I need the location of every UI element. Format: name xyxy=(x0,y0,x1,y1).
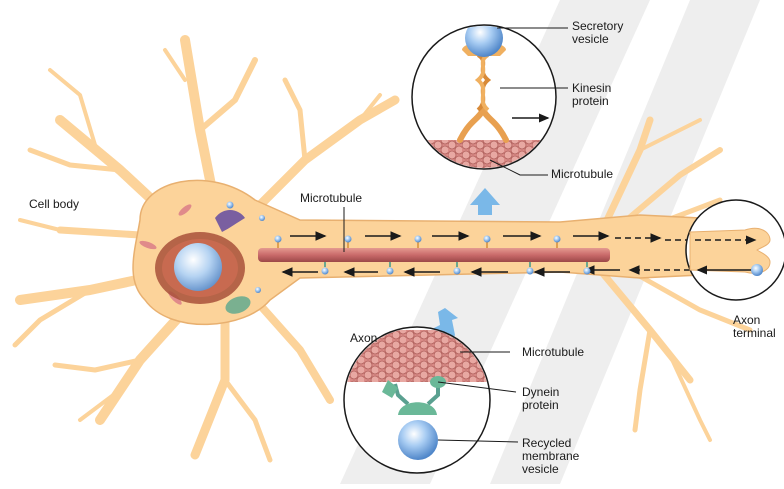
label-dynein-protein: Dynein protein xyxy=(522,386,559,412)
axon-microtubule xyxy=(258,248,610,262)
label-microtubule-top: Microtubule xyxy=(551,168,613,181)
label-axon-terminal: Axon terminal xyxy=(733,314,776,340)
nucleus xyxy=(155,232,245,304)
label-axon: Axon xyxy=(350,332,377,345)
label-microtubule-axon: Microtubule xyxy=(300,192,362,205)
label-recycled-vesicle: Recycled membrane vesicle xyxy=(522,437,579,476)
label-cell-body: Cell body xyxy=(29,198,79,211)
label-secretory-vesicle: Secretory vesicle xyxy=(572,20,623,46)
label-microtubule-bottom: Microtubule xyxy=(522,346,584,359)
label-kinesin-protein: Kinesin protein xyxy=(572,82,611,108)
axon-terminal-inset xyxy=(686,200,784,300)
